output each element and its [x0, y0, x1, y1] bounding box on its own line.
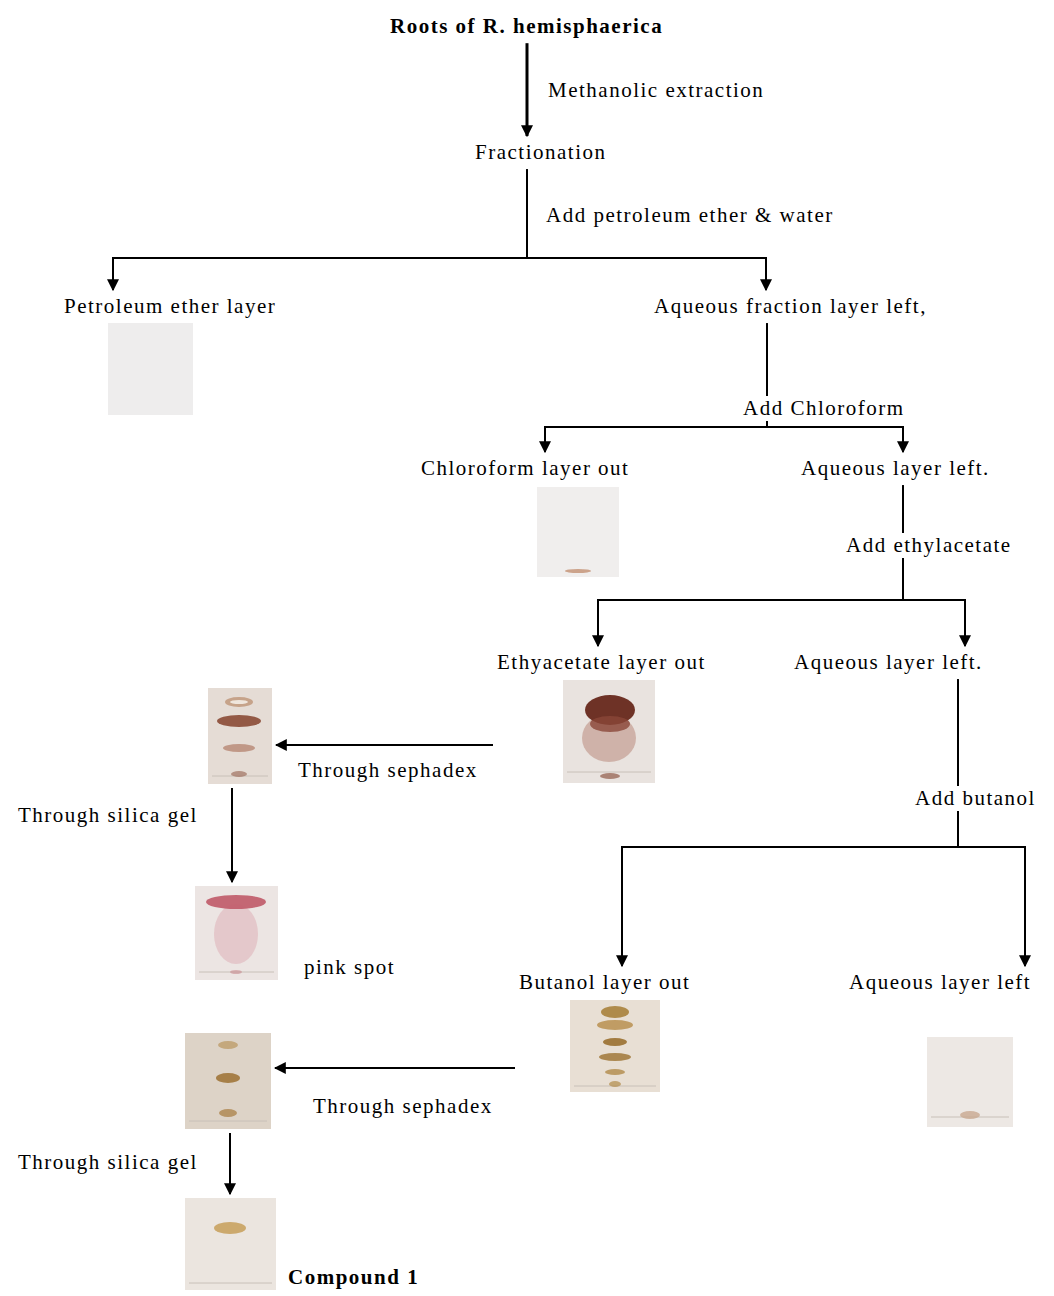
node-text: Aqueous layer left.	[801, 456, 990, 481]
tlc-spot	[223, 744, 255, 752]
origin-line	[189, 1121, 267, 1122]
tlc-spot	[218, 1041, 238, 1049]
tlc-spot	[601, 1006, 629, 1018]
flow-arrow	[229, 1133, 231, 1194]
tlc-plate	[185, 1198, 276, 1290]
node-text: Aqueous fraction layer left,	[654, 294, 927, 319]
tlc-step: Compound 1	[185, 1198, 419, 1290]
flow-arrow	[275, 1067, 515, 1069]
flow-arrow	[598, 485, 903, 646]
tlc-spot	[600, 773, 620, 779]
tlc-spot	[225, 697, 253, 707]
step-label: Aqueous layer left.	[801, 456, 990, 481]
tlc-step	[208, 688, 272, 784]
step-note: Add butanol	[912, 786, 1039, 811]
tlc-step: Ethyacetate layer out	[497, 650, 706, 783]
node-text: Fractionation	[475, 140, 606, 165]
node-text: Chloroform layer out	[421, 456, 629, 481]
node-text: Butanol layer out	[519, 970, 690, 995]
tlc-spot	[219, 1109, 237, 1117]
flow-arrow	[958, 679, 1025, 966]
tlc-spot	[605, 1069, 625, 1075]
flow-arrow	[276, 744, 493, 746]
tlc-step	[185, 1033, 271, 1129]
tlc-spot	[565, 569, 591, 573]
tlc-plate	[570, 1000, 660, 1092]
tlc-plate	[195, 886, 278, 980]
step-label: Fractionation	[475, 140, 606, 165]
step-note: Add ethylacetate	[843, 533, 1015, 558]
node-text: Aqueous layer left.	[794, 650, 983, 675]
tlc-spot	[609, 1081, 621, 1087]
step-note: Through sephadex	[295, 758, 481, 783]
node-text: Aqueous layer left	[849, 970, 1031, 995]
tlc-plate	[563, 680, 655, 783]
plate-ground	[185, 1198, 276, 1290]
plate-ground	[208, 688, 272, 784]
node-text: Ethyacetate layer out	[497, 650, 706, 675]
tlc-step: Butanol layer out	[519, 970, 690, 1092]
node-text: Compound 1	[288, 1265, 419, 1290]
plate-ground	[927, 1037, 1013, 1127]
tlc-step: Petroleum ether layer	[64, 294, 276, 415]
tlc-step: Chloroform layer out	[421, 456, 629, 577]
node-text: pink spot	[304, 955, 395, 980]
flow-arrow	[903, 485, 965, 646]
plate-ground	[108, 323, 193, 415]
step-label: Aqueous layer left.	[794, 650, 983, 675]
flow-arrow	[622, 679, 958, 966]
tlc-spot	[231, 771, 247, 777]
tlc-spot	[206, 895, 266, 909]
tlc-spot	[230, 700, 248, 704]
tlc-plate	[185, 1033, 271, 1129]
tlc-spot	[230, 970, 242, 974]
tlc-spot	[597, 1020, 633, 1030]
tlc-plate	[208, 688, 272, 784]
step-note: Through silica gel	[15, 803, 201, 828]
step-label: Roots of R. hemisphaerica	[390, 14, 663, 39]
node-text: Petroleum ether layer	[64, 294, 276, 319]
flow-arrow	[545, 323, 767, 452]
plate-ground	[537, 487, 619, 577]
step-label: Aqueous fraction layer left,	[654, 294, 927, 319]
tlc-step: Aqueous layer left	[849, 970, 1031, 1127]
plate-ground	[570, 1000, 660, 1092]
step-note: Through silica gel	[15, 1150, 201, 1175]
node-text: Roots of R. hemisphaerica	[390, 14, 663, 39]
step-note: Add petroleum ether & water	[543, 203, 837, 228]
step-note: Add Chloroform	[740, 396, 908, 421]
flow-arrow	[527, 169, 766, 290]
flow-arrow	[767, 323, 903, 452]
tlc-spot	[214, 1222, 246, 1234]
tlc-plate	[537, 487, 619, 577]
tlc-spot	[603, 1038, 627, 1046]
origin-line	[189, 1283, 272, 1284]
tlc-plate	[927, 1037, 1013, 1127]
tlc-spot	[214, 904, 258, 964]
tlc-spot	[599, 1053, 631, 1061]
origin-line	[567, 772, 651, 773]
flow-arrow	[526, 43, 529, 136]
step-note: Methanolic extraction	[545, 78, 767, 103]
step-note: Through sephadex	[310, 1094, 496, 1119]
plate-ground	[563, 680, 655, 783]
tlc-spot	[960, 1111, 980, 1119]
tlc-spot	[582, 714, 636, 762]
flow-arrow	[231, 788, 233, 882]
tlc-spot	[216, 1073, 240, 1083]
plate-ground	[195, 886, 278, 980]
tlc-spot	[590, 716, 630, 732]
tlc-spot	[217, 715, 261, 727]
tlc-step: pink spot	[195, 886, 395, 980]
tlc-plate	[108, 323, 193, 415]
flow-arrow	[113, 169, 527, 290]
plate-ground	[185, 1033, 271, 1129]
